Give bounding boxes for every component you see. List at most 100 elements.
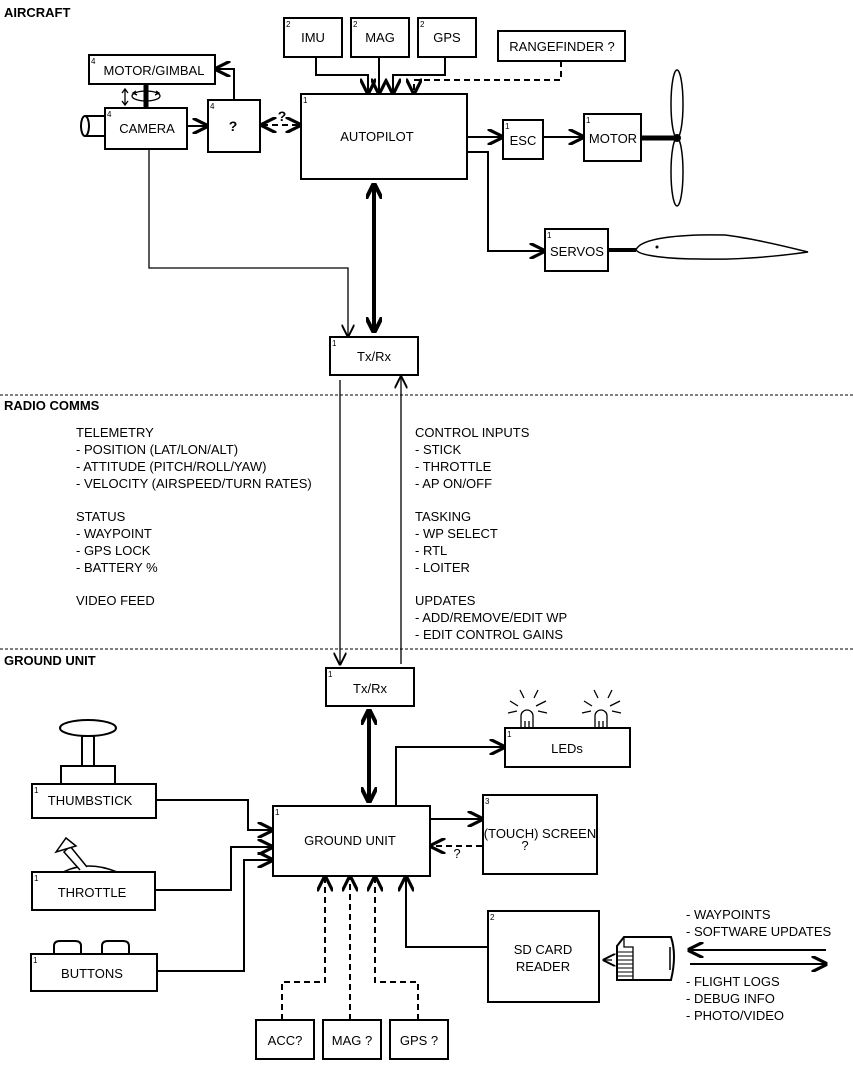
block-label: (TOUCH) SCREEN	[484, 826, 596, 841]
push-buttons-icon	[53, 940, 130, 954]
block-label: SERVOS	[550, 244, 604, 259]
block-label: MOTOR	[589, 131, 637, 146]
uplink-item: - WP SELECT	[415, 526, 498, 541]
gps-sensor-block: GPS ?	[389, 1019, 449, 1060]
gps-block: 2 GPS	[417, 17, 477, 58]
motor-block: 1 MOTOR	[583, 113, 642, 162]
block-label: READER	[516, 959, 570, 974]
throttle-to-groundunit-arrow	[155, 847, 272, 891]
mag-sensor-block: MAG ?	[322, 1019, 382, 1060]
block-index: 1	[34, 874, 39, 883]
aircraft-txrx-block: 1 Tx/Rx	[329, 336, 419, 376]
block-label: LEDs	[551, 741, 583, 756]
uplink-heading-updates: UPDATES	[415, 593, 476, 608]
block-label: ?	[229, 118, 238, 134]
block-sublabel: ?	[521, 838, 528, 853]
gps-to-autopilot-arrow	[393, 57, 446, 93]
block-label: MAG ?	[332, 1033, 372, 1048]
downlink-heading-status: STATUS	[76, 509, 126, 524]
block-index: 1	[33, 956, 38, 965]
sd-input-item: - WAYPOINTS	[686, 907, 771, 922]
autopilot-block: 1 AUTOPILOT	[300, 93, 468, 180]
downlink-item: - WAYPOINT	[76, 526, 152, 541]
sd-input-list: - WAYPOINTS - SOFTWARE UPDATES	[686, 907, 832, 939]
block-label: ESC	[510, 133, 537, 148]
camera-block: 4 CAMERA	[104, 107, 188, 150]
block-label: Tx/Rx	[353, 681, 387, 696]
gps-to-groundunit-arrow	[375, 877, 419, 1020]
unknown-processor-block: 4 ?	[207, 99, 261, 153]
downlink-item: - ATTITUDE (PITCH/ROLL/YAW)	[76, 459, 266, 474]
led-light-icon	[581, 689, 622, 728]
acc-sensor-block: ACC?	[255, 1019, 315, 1060]
sd-output-item: - PHOTO/VIDEO	[686, 1008, 784, 1023]
block-index: 1	[34, 786, 39, 795]
motor-gimbal-block: 4 MOTOR/GIMBAL	[88, 54, 216, 85]
uplink-item: - RTL	[415, 543, 447, 558]
section-label-radio-comms: RADIO COMMS	[4, 398, 100, 413]
autopilot-to-servos-arrow	[467, 151, 544, 251]
block-label: CAMERA	[119, 121, 175, 136]
sdreader-to-groundunit-arrow	[406, 877, 488, 948]
buttons-block: 1 BUTTONS	[30, 953, 158, 992]
block-index: 2	[353, 20, 358, 29]
downlink-item: - GPS LOCK	[76, 543, 151, 558]
downlink-heading-telemetry: TELEMETRY	[76, 425, 154, 440]
block-label: AUTOPILOT	[340, 129, 414, 144]
uplink-item: - EDIT CONTROL GAINS	[415, 627, 563, 642]
rangefinder-block: RANGEFINDER ?	[497, 30, 626, 62]
block-label: RANGEFINDER ?	[509, 39, 614, 54]
block-label: SD CARD	[514, 942, 573, 957]
tilt-arrow-icon	[121, 87, 129, 107]
servos-block: 1 SERVOS	[544, 228, 609, 272]
sd-card-icon	[616, 936, 675, 981]
block-index: 4	[91, 57, 96, 66]
downlink-item: - BATTERY %	[76, 560, 158, 575]
downlink-content-list: TELEMETRY - POSITION (LAT/LON/ALT) - ATT…	[76, 425, 312, 608]
touch-screen-block: 3 (TOUCH) SCREEN ?	[482, 794, 598, 875]
block-label: MAG	[365, 30, 395, 45]
block-label: BUTTONS	[61, 966, 123, 981]
control-surface-icon	[635, 234, 809, 260]
uplink-item: - STICK	[415, 442, 462, 457]
block-label: GROUND UNIT	[304, 833, 396, 848]
thumbstick-to-groundunit-arrow	[156, 799, 272, 830]
block-index: 1	[507, 730, 512, 739]
block-index: 3	[485, 797, 490, 806]
block-label: Tx/Rx	[357, 349, 391, 364]
buttons-to-groundunit-arrow	[157, 860, 272, 972]
uplink-item: - LOITER	[415, 560, 470, 575]
acc-to-groundunit-arrow	[281, 877, 325, 1020]
mag-block: 2 MAG	[350, 17, 410, 58]
imu-to-autopilot-arrow	[315, 57, 368, 93]
groundunit-to-leds-arrow	[395, 747, 504, 806]
thumbstick-icon	[59, 719, 117, 786]
section-label-aircraft: AIRCRAFT	[4, 5, 70, 20]
led-light-icon	[507, 689, 548, 728]
downlink-heading-video: VIDEO FEED	[76, 593, 155, 608]
block-index: 1	[328, 670, 333, 679]
thumbstick-block: 1 THUMBSTICK	[31, 783, 157, 819]
uplink-item: - THROTTLE	[415, 459, 492, 474]
esc-block: 1 ESC	[502, 119, 544, 160]
block-label: IMU	[301, 30, 325, 45]
block-index: 1	[332, 339, 337, 348]
uplink-item: - AP ON/OFF	[415, 476, 492, 491]
block-index: 2	[286, 20, 291, 29]
sd-card-reader-block: 2 SD CARD READER	[487, 910, 600, 1003]
block-index: 4	[107, 110, 112, 119]
throttle-lever-icon	[54, 836, 118, 873]
sd-output-item: - DEBUG INFO	[686, 991, 775, 1006]
block-label: THUMBSTICK	[48, 793, 133, 808]
section-label-ground-unit: GROUND UNIT	[4, 653, 96, 668]
block-index: 4	[210, 102, 215, 111]
uplink-item: - ADD/REMOVE/EDIT WP	[415, 610, 567, 625]
processor-to-gimbal-arrow	[216, 69, 235, 100]
block-label: MOTOR/GIMBAL	[104, 63, 205, 78]
downlink-item: - POSITION (LAT/LON/ALT)	[76, 442, 238, 457]
uplink-heading-control: CONTROL INPUTS	[415, 425, 530, 440]
link-question-label: ?	[278, 108, 287, 124]
block-index: 2	[490, 913, 495, 922]
block-label: GPS ?	[400, 1033, 438, 1048]
